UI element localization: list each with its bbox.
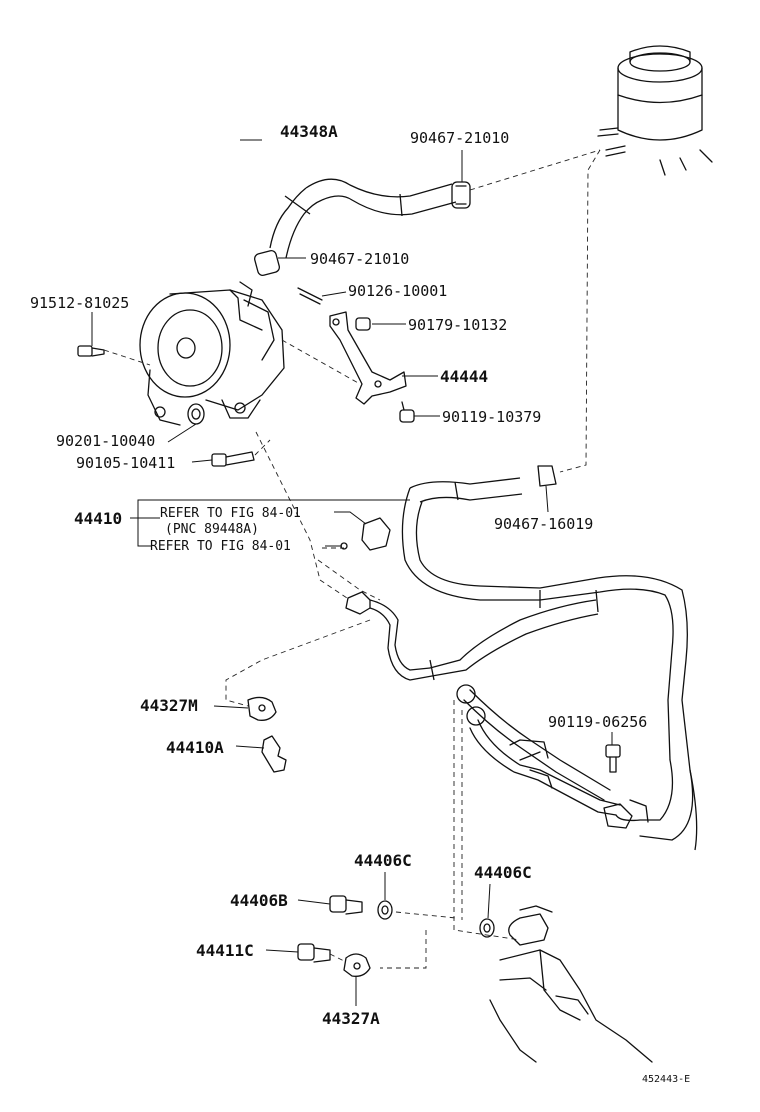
clamp-icon: [254, 250, 280, 276]
washer-icon: [187, 403, 205, 425]
label-44406B: 44406B: [230, 891, 288, 910]
label-44327M: 44327M: [140, 696, 198, 715]
label-44410A: 44410A: [166, 738, 224, 757]
label-90201-10040: 90201-10040: [56, 432, 155, 450]
clamp-icon: [451, 181, 471, 209]
bracket-icon: [329, 311, 407, 405]
hose-icon: [269, 178, 457, 259]
reservoir-icon: [597, 45, 713, 176]
union-bolt-icon: [261, 735, 287, 773]
steering-gear-icon: [489, 905, 653, 1063]
bolt-icon: [297, 287, 323, 305]
label-90467-21010-lower: 90467-21010: [310, 250, 409, 268]
washer-icon: [377, 900, 393, 920]
label-44406C-left: 44406C: [354, 851, 412, 870]
clamp-icon: [247, 696, 277, 721]
label-91512-81025: 91512-81025: [30, 294, 129, 312]
union-bolt-icon: [329, 895, 363, 915]
pnc-note: (PNC 89448A): [165, 522, 259, 537]
label-90467-21010-top: 90467-21010: [410, 129, 509, 147]
union-bolt-icon: [297, 943, 331, 963]
bolt-icon: [77, 345, 105, 357]
label-44410: 44410: [74, 509, 122, 528]
clamp-icon: [343, 953, 371, 977]
label-90105-10411: 90105-10411: [76, 454, 175, 472]
pressure-line-icon: [345, 465, 698, 851]
label-44444: 44444: [440, 367, 488, 386]
bolt-icon: [340, 517, 391, 551]
refer-fig-84-01-bottom: REFER TO FIG 84-01: [150, 539, 291, 554]
label-44406C-right: 44406C: [474, 863, 532, 882]
label-44348A: 44348A: [280, 122, 338, 141]
washer-icon: [479, 918, 495, 938]
label-90126-10001: 90126-10001: [348, 282, 447, 300]
label-44327A: 44327A: [322, 1009, 380, 1028]
bolt-icon: [399, 401, 415, 423]
label-90119-06256: 90119-06256: [548, 713, 647, 731]
bolt-icon: [355, 317, 371, 331]
figure-code: 452443-E: [642, 1074, 690, 1085]
bolt-icon: [211, 451, 255, 467]
label-90179-10132: 90179-10132: [408, 316, 507, 334]
refer-fig-84-01-top: REFER TO FIG 84-01: [160, 506, 301, 521]
bolt-icon: [605, 744, 621, 773]
label-44411C: 44411C: [196, 941, 254, 960]
label-90119-10379: 90119-10379: [442, 408, 541, 426]
pump-icon: [139, 281, 285, 426]
label-90467-16019: 90467-16019: [494, 515, 593, 533]
